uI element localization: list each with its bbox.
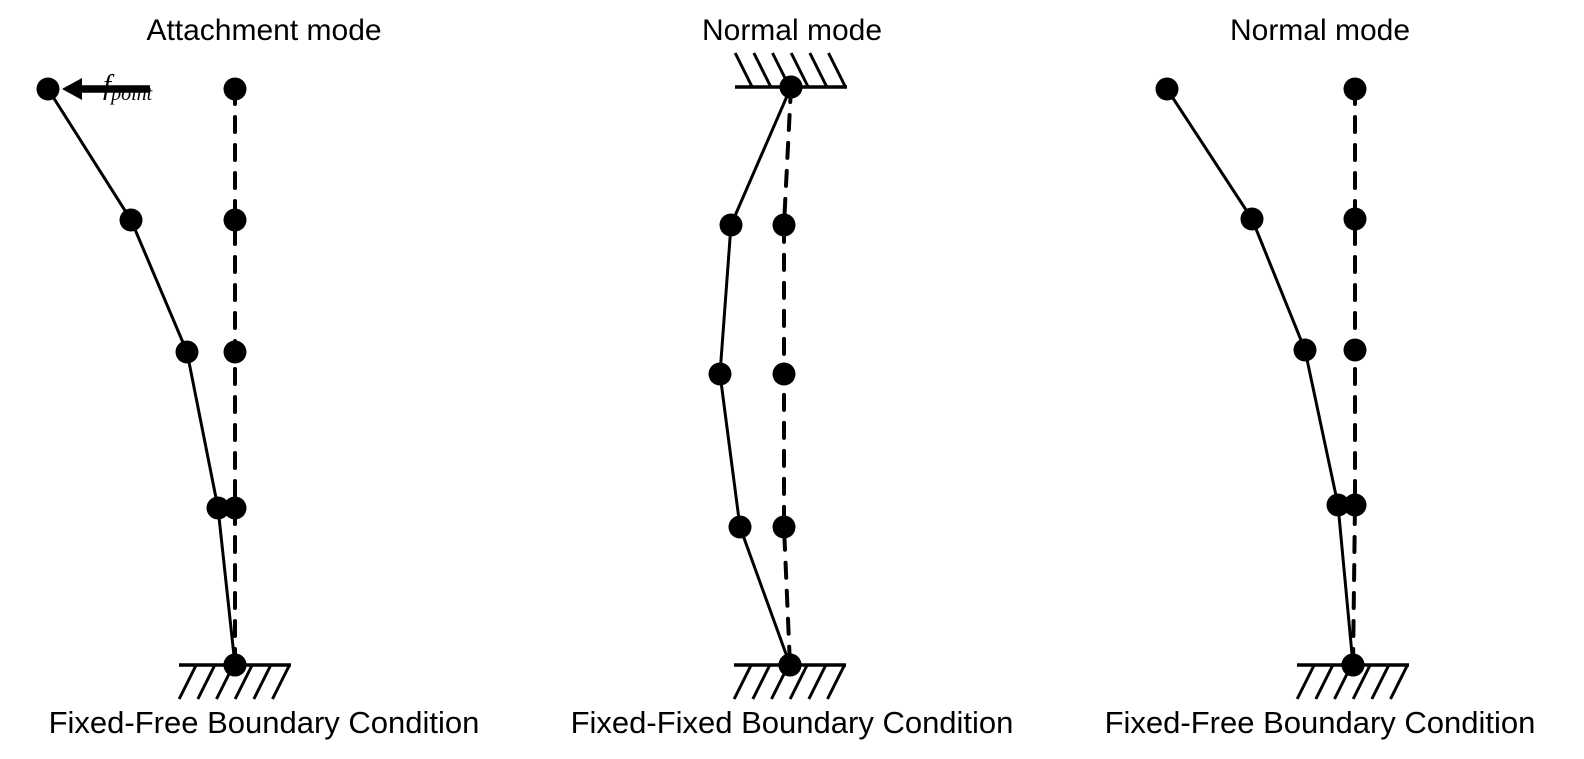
deformed-node [719, 213, 743, 237]
panel-1-caption: Fixed-Free Boundary Condition [48, 705, 480, 740]
bottom-ground-hatch [1295, 664, 1316, 700]
bottom-ground-hatch [1389, 664, 1409, 700]
panel-2-caption: Fixed-Fixed Boundary Condition [570, 705, 1014, 740]
reference-node [223, 77, 247, 101]
deformed-nodes-group [36, 77, 247, 677]
bottom-ground-hatch [1314, 664, 1335, 700]
force-arrow-group [62, 78, 150, 100]
force-label-symbol: f [103, 69, 112, 101]
deformed-node [36, 77, 60, 101]
bottom-ground-hatch [826, 664, 846, 700]
deformed-node [779, 75, 803, 99]
deformed-shape-group [46, 87, 237, 667]
bottom-ground-hatch [751, 664, 772, 700]
bottom-ground-hatch [196, 664, 217, 700]
panel-3-diagram [1155, 77, 1409, 700]
reference-node [1343, 77, 1367, 101]
deformed-node [206, 496, 230, 520]
deformed-node [1293, 338, 1317, 362]
force-label-subscript: point [111, 83, 153, 105]
deformed-node [175, 340, 199, 364]
top-ground-hatch [789, 52, 810, 88]
panel-attachment-mode: Attachment mode fpoint Fixed-Free Bounda… [0, 0, 528, 759]
bottom-ground-hatch [271, 664, 291, 700]
bottom-ground-hatch [252, 664, 273, 700]
deformed-node [119, 208, 143, 232]
panel-1-diagram [36, 77, 291, 700]
deformed-node [223, 653, 247, 677]
panel-normal-mode-fixed-free: Normal mode Fixed-Free Boundary Conditio… [1056, 0, 1584, 759]
deformed-node [1341, 653, 1365, 677]
bottom-ground-hatch [177, 664, 198, 700]
deformed-mode-shape-line [1165, 87, 1355, 667]
bottom-ground-hatch [732, 664, 753, 700]
bottom-ground-hatch [233, 664, 254, 700]
undeformed-reference-line [1351, 87, 1357, 667]
deformed-node [1326, 493, 1350, 517]
top-ground-hatch [827, 52, 847, 88]
deformed-node [778, 653, 802, 677]
reference-node [223, 340, 247, 364]
reference-node [1343, 338, 1367, 362]
reference-node [223, 208, 247, 232]
reference-nodes-group [772, 75, 803, 677]
panel-3-title: Normal mode [1229, 14, 1411, 47]
top-ground-hatch [733, 52, 754, 88]
deformed-nodes-group [708, 75, 803, 677]
bottom-ground-symbol [1295, 663, 1409, 700]
reference-node [223, 496, 247, 520]
top-ground-hatch [752, 52, 773, 88]
deformed-node [708, 362, 732, 386]
reference-node [772, 213, 796, 237]
bottom-ground-hatch [788, 664, 809, 700]
panel-2-diagram [708, 52, 847, 700]
panel-3-caption: Fixed-Free Boundary Condition [1104, 705, 1536, 740]
panel-normal-mode-fixed-fixed: Normal mode Fixed-Fixed Boundary Conditi… [528, 0, 1056, 759]
panel-2-title: Normal mode [701, 14, 883, 47]
bottom-ground-hatch [807, 664, 828, 700]
deformed-shape-group [1165, 87, 1355, 667]
bottom-ground-hatch [1351, 664, 1372, 700]
panel-1-title: Attachment mode [146, 14, 382, 47]
deformed-node [1155, 77, 1179, 101]
top-ground-hatch [808, 52, 829, 88]
reference-node [1343, 207, 1367, 231]
bottom-ground-hatch [1370, 664, 1391, 700]
reference-node [1343, 493, 1367, 517]
deformed-mode-shape-line [46, 87, 237, 667]
deformed-node [728, 515, 752, 539]
reference-node [772, 362, 796, 386]
deformed-nodes-group [1155, 77, 1365, 677]
force-point-label: fpoint [103, 69, 152, 105]
reference-line-group [1351, 87, 1357, 667]
reference-node [772, 515, 796, 539]
force-arrow-head [62, 78, 82, 100]
deformed-node [1240, 207, 1264, 231]
